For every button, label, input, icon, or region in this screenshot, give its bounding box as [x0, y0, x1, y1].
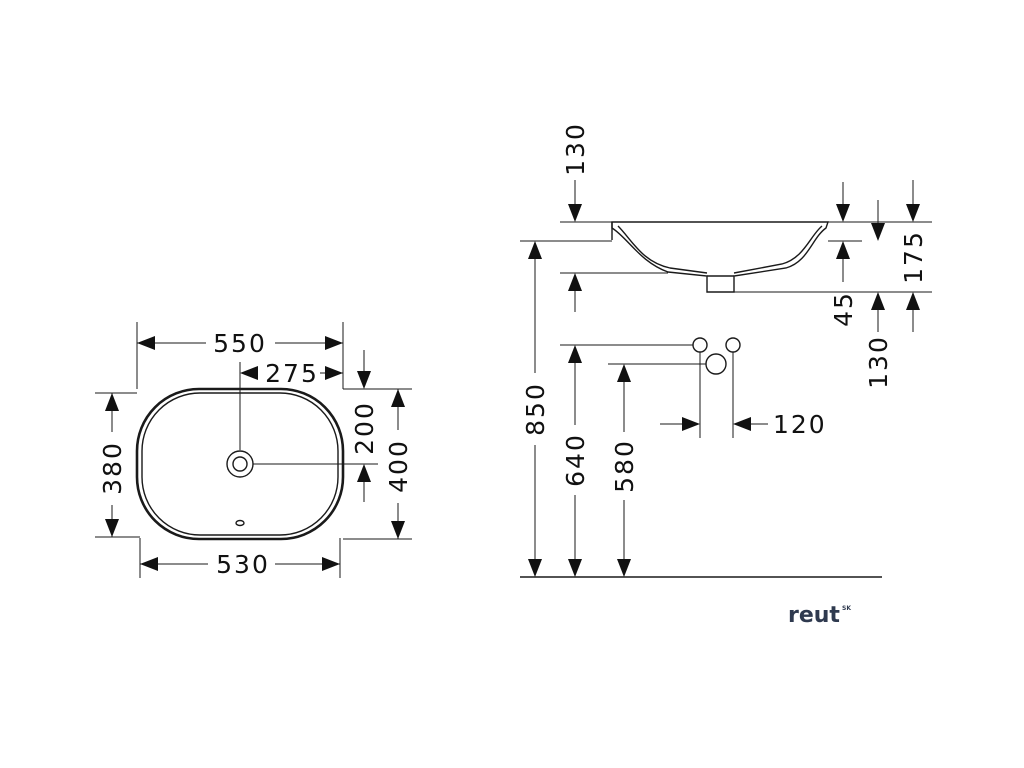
arrow [105, 519, 119, 537]
dim-label-550: 550 [213, 329, 267, 358]
arrow [871, 292, 885, 310]
arrow [682, 417, 700, 431]
arrow [325, 336, 343, 350]
brand-logo: reut SK [788, 603, 851, 628]
dim-label-580: 580 [610, 439, 639, 493]
brand-name: reut [788, 603, 840, 628]
dim-label-175: 175 [899, 230, 928, 284]
supply-valve-right [725, 337, 741, 353]
dim-label-130-top: 130 [561, 122, 590, 176]
trap-outlet [705, 353, 727, 375]
dim-label-200: 200 [350, 401, 379, 455]
dim-label-275: 275 [265, 359, 319, 388]
arrow [322, 557, 340, 571]
overflow-mark [235, 519, 245, 527]
brand-suffix: SK [842, 605, 851, 612]
arrow [568, 273, 582, 291]
arrow [140, 557, 158, 571]
arrow [357, 464, 371, 482]
arrow [906, 292, 920, 310]
arrow [528, 241, 542, 259]
side-view: 130 175 45 130 850 640 [520, 122, 932, 578]
dim-label-130-right: 130 [864, 335, 893, 389]
arrow [617, 364, 631, 382]
arrow [325, 366, 343, 380]
arrow [105, 393, 119, 411]
arrow [240, 366, 258, 380]
arrow [871, 223, 885, 241]
arrow [137, 336, 155, 350]
arrow [617, 559, 631, 577]
arrow [568, 204, 582, 222]
arrow [568, 559, 582, 577]
arrow [836, 204, 850, 222]
arrow [836, 241, 850, 259]
arrow [391, 389, 405, 407]
arrow [733, 417, 751, 431]
arrow [391, 521, 405, 539]
dim-label-380: 380 [98, 441, 127, 495]
dim-label-530: 530 [216, 550, 270, 579]
arrow [568, 345, 582, 363]
drain-circle [226, 450, 254, 478]
top-view: 550 275 530 380 200 400 [95, 322, 413, 579]
dim-label-45: 45 [829, 291, 858, 327]
arrow [357, 371, 371, 389]
dim-label-640: 640 [561, 433, 590, 487]
arrow [528, 559, 542, 577]
arrow [906, 204, 920, 222]
supply-valve-left [692, 337, 708, 353]
dim-label-850: 850 [521, 382, 550, 436]
dim-label-400: 400 [384, 439, 413, 493]
dim-label-120: 120 [773, 410, 827, 439]
